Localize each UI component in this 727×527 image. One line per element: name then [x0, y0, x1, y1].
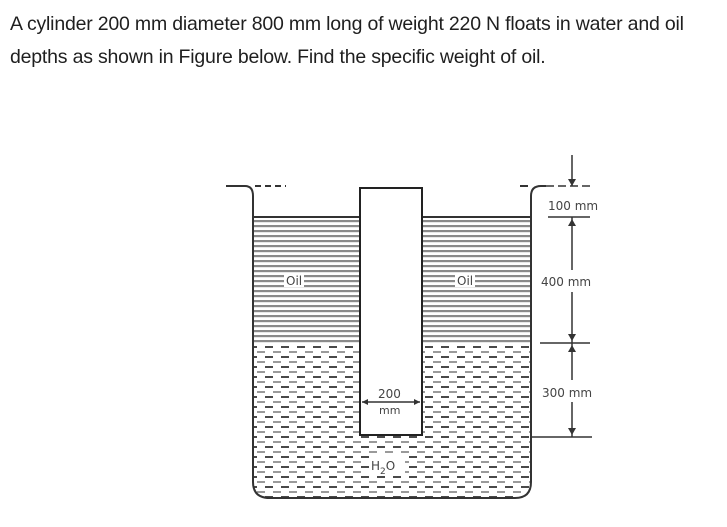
oil-label-right: Oil	[457, 274, 473, 288]
oil-layer-left	[253, 217, 360, 343]
diameter-value: 200	[378, 387, 401, 401]
oil-layer-right	[422, 217, 531, 343]
problem-statement: A cylinder 200 mm diameter 800 mm long o…	[10, 13, 684, 68]
diameter-unit: mm	[379, 404, 400, 417]
dimension-top-gap: 100 mm	[548, 199, 598, 213]
dimension-oil-depth: 400 mm	[541, 275, 591, 289]
oil-label-left: Oil	[286, 274, 302, 288]
diameter-dimension: 200 mm	[362, 387, 420, 417]
water-label: H2O	[371, 459, 395, 477]
tank-outline	[226, 185, 546, 499]
floating-cylinder	[359, 187, 423, 436]
vertical-dimensions	[532, 155, 592, 438]
dimension-water-depth: 300 mm	[542, 386, 592, 400]
